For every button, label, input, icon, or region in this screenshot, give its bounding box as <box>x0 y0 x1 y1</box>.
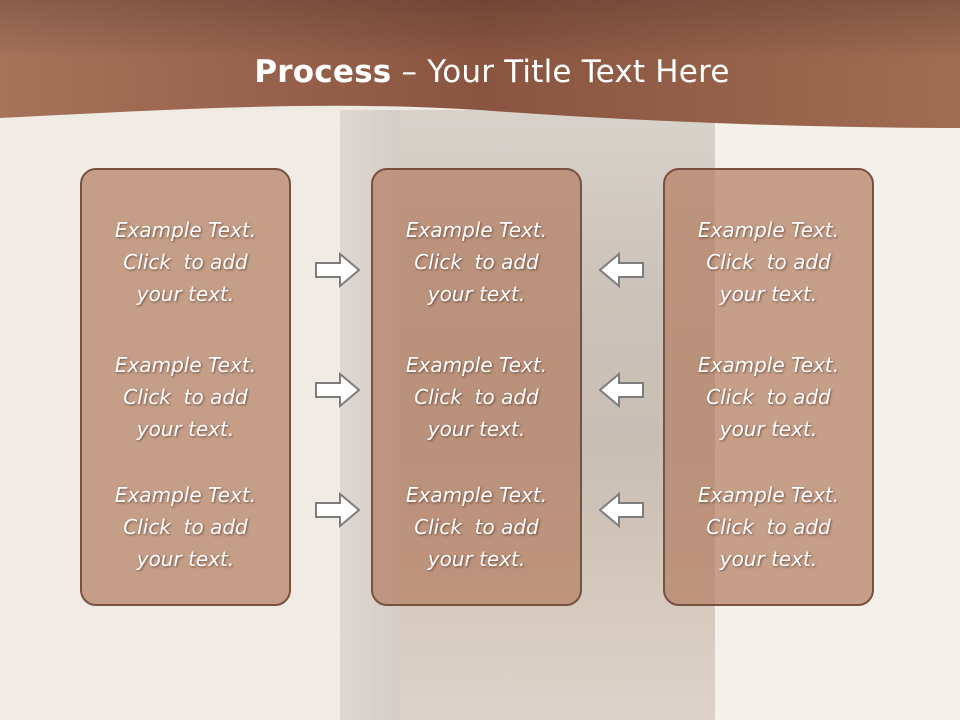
right-arrow-icon[interactable] <box>314 252 362 288</box>
left-arrow-icon[interactable] <box>597 372 645 408</box>
header-band <box>0 0 960 128</box>
text-line: Click to add <box>123 515 248 539</box>
text-placeholder[interactable]: Example Text. Click to add your text. <box>82 349 289 445</box>
text-line: Example Text. <box>697 483 840 507</box>
text-line: your text. <box>427 417 526 441</box>
text-line: your text. <box>719 282 818 306</box>
text-line: Example Text. <box>405 218 548 242</box>
text-line: Example Text. <box>405 483 548 507</box>
right-arrow-icon[interactable] <box>314 492 362 528</box>
text-line: Example Text. <box>405 353 548 377</box>
text-placeholder[interactable]: Example Text. Click to add your text. <box>373 349 580 445</box>
text-line: your text. <box>427 282 526 306</box>
text-line: Click to add <box>414 385 539 409</box>
text-placeholder[interactable]: Example Text. Click to add your text. <box>82 214 289 310</box>
title-bold: Process <box>254 54 392 90</box>
left-arrow-icon[interactable] <box>597 252 645 288</box>
right-arrow-icon[interactable] <box>314 372 362 408</box>
text-line: your text. <box>427 547 526 571</box>
text-placeholder[interactable]: Example Text. Click to add your text. <box>82 479 289 575</box>
title-rest: – Your Title Text Here <box>391 54 730 90</box>
text-line: your text. <box>136 417 235 441</box>
text-line: Click to add <box>414 250 539 274</box>
text-line: your text. <box>719 547 818 571</box>
process-box-2[interactable]: Example Text. Click to add your text. Ex… <box>371 168 582 606</box>
left-arrow-icon[interactable] <box>597 492 645 528</box>
text-line: Example Text. <box>697 353 840 377</box>
text-placeholder[interactable]: Example Text. Click to add your text. <box>665 214 872 310</box>
text-line: Click to add <box>706 250 831 274</box>
text-placeholder[interactable]: Example Text. Click to add your text. <box>373 479 580 575</box>
text-placeholder[interactable]: Example Text. Click to add your text. <box>373 214 580 310</box>
text-line: your text. <box>136 282 235 306</box>
text-placeholder[interactable]: Example Text. Click to add your text. <box>665 479 872 575</box>
text-line: Click to add <box>123 385 248 409</box>
text-line: Example Text. <box>114 483 257 507</box>
page-title[interactable]: Process – Your Title Text Here <box>0 54 960 90</box>
text-line: Example Text. <box>697 218 840 242</box>
text-line: your text. <box>136 547 235 571</box>
process-box-3[interactable]: Example Text. Click to add your text. Ex… <box>663 168 874 606</box>
text-line: Click to add <box>706 515 831 539</box>
text-line: your text. <box>719 417 818 441</box>
text-line: Example Text. <box>114 353 257 377</box>
text-line: Example Text. <box>114 218 257 242</box>
text-placeholder[interactable]: Example Text. Click to add your text. <box>665 349 872 445</box>
text-line: Click to add <box>706 385 831 409</box>
text-line: Click to add <box>414 515 539 539</box>
text-line: Click to add <box>123 250 248 274</box>
process-box-1[interactable]: Example Text. Click to add your text. Ex… <box>80 168 291 606</box>
